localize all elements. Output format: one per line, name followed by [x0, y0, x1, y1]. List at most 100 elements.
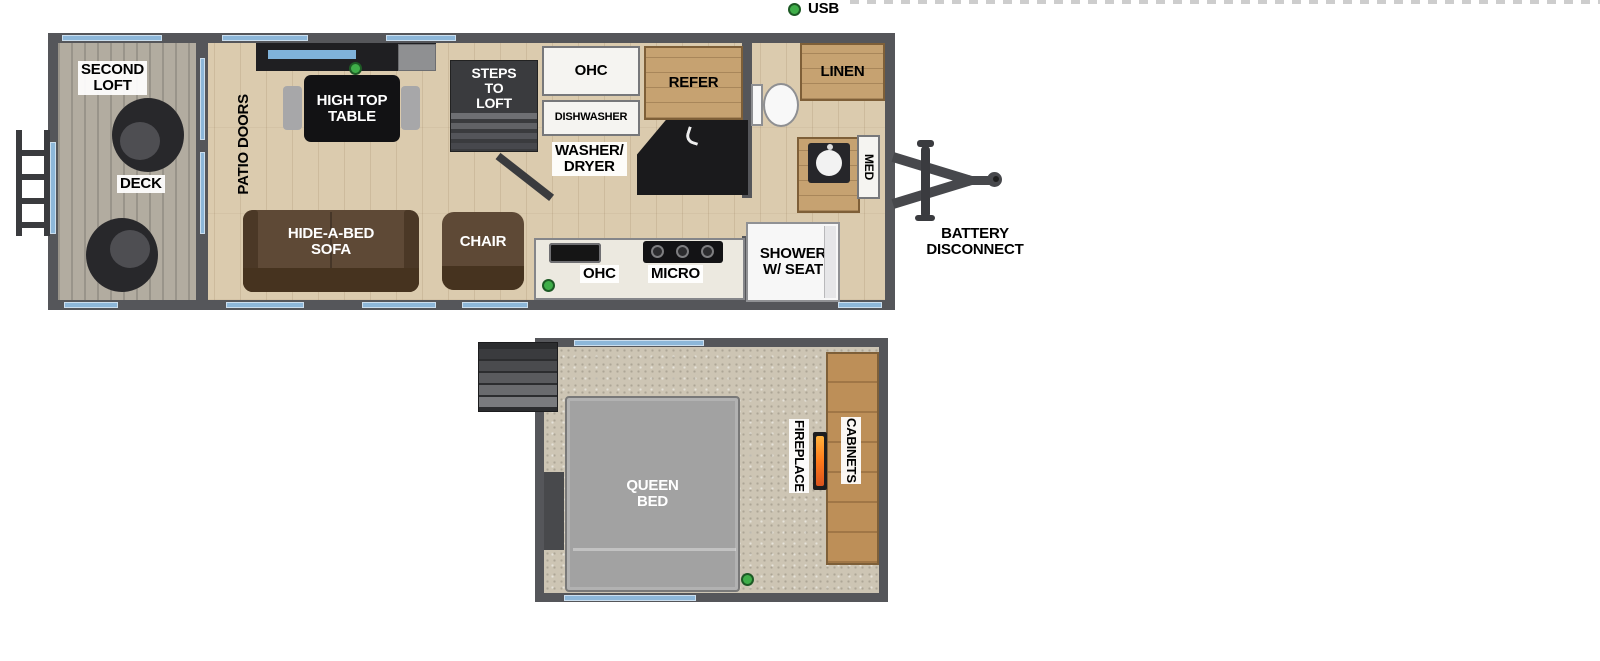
second-loft-label: SECOND LOFT [78, 61, 147, 95]
table-stool [401, 86, 420, 130]
dishwasher-label: DISHWASHER [554, 111, 628, 124]
high-top-table: HIGH TOP TABLE [304, 75, 400, 142]
linen-cabinet: LINEN [800, 43, 885, 101]
toilet-bowl [763, 83, 799, 127]
stair-half-wall [544, 472, 564, 550]
usb-dot-icon [741, 573, 754, 586]
tongue-jack-handle [917, 140, 934, 147]
hide-a-bed-sofa: HIDE-A-BED SOFA [243, 210, 419, 292]
fireplace-unit [813, 432, 827, 490]
micro-label: MICRO [648, 265, 703, 283]
queen-bed: QUEEN BED [565, 396, 740, 592]
battery-disconnect-label: BATTERY DISCONNECT [926, 225, 1024, 258]
window [386, 35, 456, 41]
loft-wall-right [879, 338, 888, 602]
hitch-coupler-knob [993, 176, 999, 182]
stair-tread [451, 143, 537, 149]
stair-tread [479, 385, 557, 395]
window [50, 142, 56, 234]
rear-ladder-rung [16, 198, 50, 204]
window [564, 595, 696, 601]
chair-label: CHAIR [459, 233, 507, 250]
window [62, 35, 162, 41]
stair-tread [451, 133, 537, 139]
kitchen-sink [549, 243, 601, 263]
cooktop [643, 241, 723, 263]
deck-chair [86, 218, 158, 292]
window [362, 302, 436, 308]
rear-ladder-rung [16, 174, 50, 180]
linen-label: LINEN [820, 63, 865, 81]
window [64, 302, 118, 308]
stair-tread [451, 123, 537, 129]
cabinets-label: CABINETS [841, 417, 861, 484]
burner-icon [651, 245, 664, 258]
wall-right [885, 33, 895, 310]
stair-tread [479, 349, 557, 359]
sofa-backrest [243, 268, 419, 292]
usb-legend-label: USB [808, 0, 840, 17]
fireplace-label: FIREPLACE [789, 419, 809, 493]
patio-door-glass [200, 152, 205, 234]
rear-ladder-rail [16, 130, 22, 236]
rear-ladder-rail [44, 130, 50, 236]
fireplace-flame-icon [816, 436, 824, 486]
loft-wall-bottom [535, 593, 888, 602]
kitchen-counter-bottom: OHC MICRO [534, 238, 745, 300]
rear-ladder-rung [16, 222, 50, 228]
usb-legend-dot-icon [788, 3, 801, 16]
shower-label: SHOWER W/ SEAT [759, 245, 827, 278]
medicine-cabinet: MED [857, 135, 880, 199]
refer-label: REFER [668, 74, 719, 92]
stair-tread [451, 113, 537, 119]
loft-wall-left [535, 338, 544, 602]
refrigerator: REFER [644, 46, 743, 120]
patio-door-glass [200, 58, 205, 140]
deck-chair [112, 98, 184, 172]
bath-sink-bowl [816, 150, 842, 176]
high-top-table-label: HIGH TOP TABLE [316, 91, 388, 125]
lounge-chair: CHAIR [442, 212, 524, 290]
shower-seat [824, 226, 836, 298]
window [222, 35, 308, 41]
bath-faucet-icon [827, 144, 833, 150]
burner-icon [676, 245, 689, 258]
sofa-label: HIDE-A-BED SOFA [287, 225, 375, 258]
kitchen-counter-angled [637, 120, 748, 195]
steps-to-loft-label: STEPS TO LOFT [471, 65, 517, 111]
chair-backrest [442, 266, 524, 290]
window [574, 340, 704, 346]
bed-blanket-line [573, 548, 736, 551]
tongue-jack-foot [915, 215, 935, 221]
tv-screen [268, 50, 356, 59]
ohc-bottom-label: OHC [580, 265, 619, 283]
stair-tread [479, 397, 557, 407]
window [838, 302, 882, 308]
table-stool [283, 86, 302, 130]
wall-top [48, 33, 895, 43]
deck-label: DECK [117, 175, 165, 193]
burner-icon [701, 245, 714, 258]
window [462, 302, 528, 308]
rear-ladder-rung [16, 150, 50, 156]
loft-stairs [478, 342, 558, 412]
stair-tread [479, 361, 557, 371]
loft-wall-top [535, 338, 888, 347]
tongue-jack [921, 146, 930, 218]
deck-chair-cushion [120, 122, 160, 160]
top-dashed-line [850, 0, 1600, 4]
steps-to-loft: STEPS TO LOFT [450, 60, 538, 152]
dishwasher: DISHWASHER [542, 100, 640, 136]
window [226, 302, 304, 308]
usb-dot-icon [542, 279, 555, 292]
deck-chair-cushion [110, 230, 150, 268]
ohc-top-cabinet: OHC [542, 46, 640, 96]
usb-dot-icon [349, 62, 362, 75]
console-cabinet [398, 44, 436, 71]
queen-bed-label: QUEEN BED [626, 477, 679, 510]
washer-dryer-label: WASHER/ DRYER [552, 142, 627, 176]
hitch-beam [965, 176, 991, 185]
